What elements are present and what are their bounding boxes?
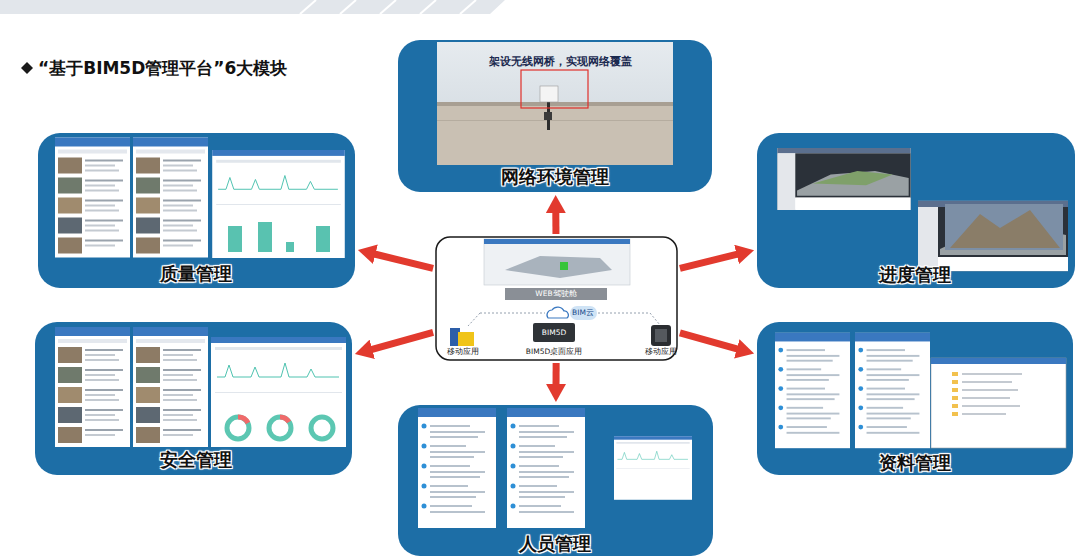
arrow-connector: [680, 254, 739, 268]
icon-caption: 移动应用: [645, 348, 677, 357]
module-panel: 安全管理: [35, 322, 352, 475]
module-panel: 架设无线网桥，实现网络覆盖网络环境管理: [398, 40, 712, 192]
platform-box: WEB驾驶舱 BIM云 BIM5D BIM5D桌面应用 移动应用 移动应用: [436, 237, 677, 360]
photo-caption: 架设无线网桥，实现网络覆盖: [489, 56, 632, 69]
module-panel: 资料管理: [757, 322, 1073, 475]
arrow-connector: [553, 363, 560, 386]
icon-caption: 移动应用: [447, 348, 479, 357]
bar-label: WEB驾驶舱: [535, 290, 576, 299]
module-label: 进度管理: [879, 265, 951, 286]
arrow-connector: [552, 211, 559, 234]
module-label: 网络环境管理: [501, 167, 609, 188]
module-panel: 质量管理: [38, 133, 355, 288]
arrow-connector: [680, 333, 739, 349]
slide-title: “基于BIM5D管理平台”6大模块: [38, 57, 287, 80]
module-label: 安全管理: [160, 450, 232, 471]
arrow-connector: [370, 332, 433, 349]
module-panel: 人员管理: [398, 405, 713, 556]
icon-caption: BIM5D桌面应用: [526, 348, 582, 357]
module-label: 质量管理: [160, 264, 232, 285]
module-panel: 进度管理: [757, 133, 1075, 288]
module-label: 资料管理: [879, 453, 951, 474]
cloud-label: BIM云: [572, 309, 594, 318]
arrow-connector: [373, 254, 433, 269]
icon-label: BIM5D: [542, 328, 566, 337]
module-label: 人员管理: [519, 534, 591, 555]
